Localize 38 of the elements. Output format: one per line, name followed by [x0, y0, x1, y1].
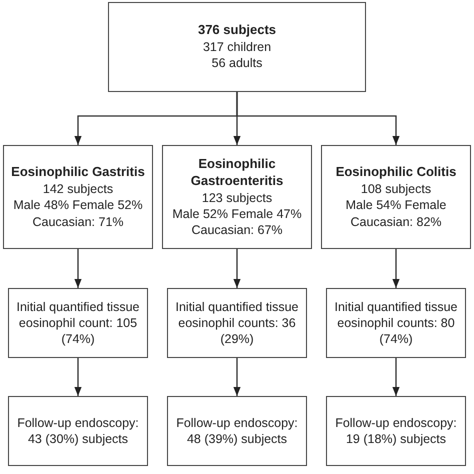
- box-text: 123 subjects: [202, 190, 272, 206]
- arrow: [236, 92, 400, 145]
- box-text: Caucasian: 67%: [191, 222, 283, 238]
- arrow: [74, 358, 82, 396]
- box-text: Follow-up endoscopy: 48 (39%) subjects: [175, 414, 299, 448]
- group-box: [8, 288, 148, 358]
- box-text: Caucasian: 71%: [32, 214, 124, 230]
- box-text: Initial quantified tissue eosinophil count: 105 (74%): [16, 298, 140, 348]
- group-box: [167, 288, 307, 358]
- box-text: 142 subjects: [42, 181, 114, 198]
- group-box: [8, 396, 148, 466]
- group-box: [321, 145, 471, 249]
- group-box: [3, 145, 153, 249]
- group-box: [326, 288, 466, 358]
- box-heading: Eosinophilic Gastroenteritis: [190, 156, 284, 190]
- box-text: Male 48% Female 52%: [13, 197, 143, 214]
- box-text: Initial quantified tissue eosinophil counts: 36 (29%): [174, 298, 300, 348]
- arrow: [233, 249, 241, 288]
- box-text: Caucasian: 82%: [350, 214, 442, 230]
- box-text: 56 adults: [212, 55, 262, 72]
- arrow: [233, 358, 241, 396]
- box-text: 108 subjects: [360, 181, 432, 198]
- box-text: 317 children: [202, 39, 272, 56]
- group-box: [162, 145, 312, 249]
- arrow: [74, 249, 82, 288]
- box-heading: Eosinophilic Gastritis: [11, 164, 145, 182]
- box-heading: Eosinophilic Colitis: [336, 164, 456, 182]
- group-box: [167, 396, 307, 466]
- arrow: [392, 358, 400, 396]
- box-text: Follow-up endoscopy: 19 (18%) subjects: [334, 414, 458, 448]
- box-text: Male 54% Female: [346, 197, 446, 214]
- box-text: Male 52% Female 47%: [172, 206, 302, 222]
- group-box: [326, 396, 466, 466]
- box-text: Initial quantified tissue eosinophil counts: 80 (74%): [334, 298, 458, 348]
- total-box: [108, 2, 366, 92]
- box-text: Follow-up endoscopy: 43 (30%) subjects: [16, 414, 140, 448]
- arrow: [392, 249, 400, 288]
- box-heading: 376 subjects: [198, 22, 276, 40]
